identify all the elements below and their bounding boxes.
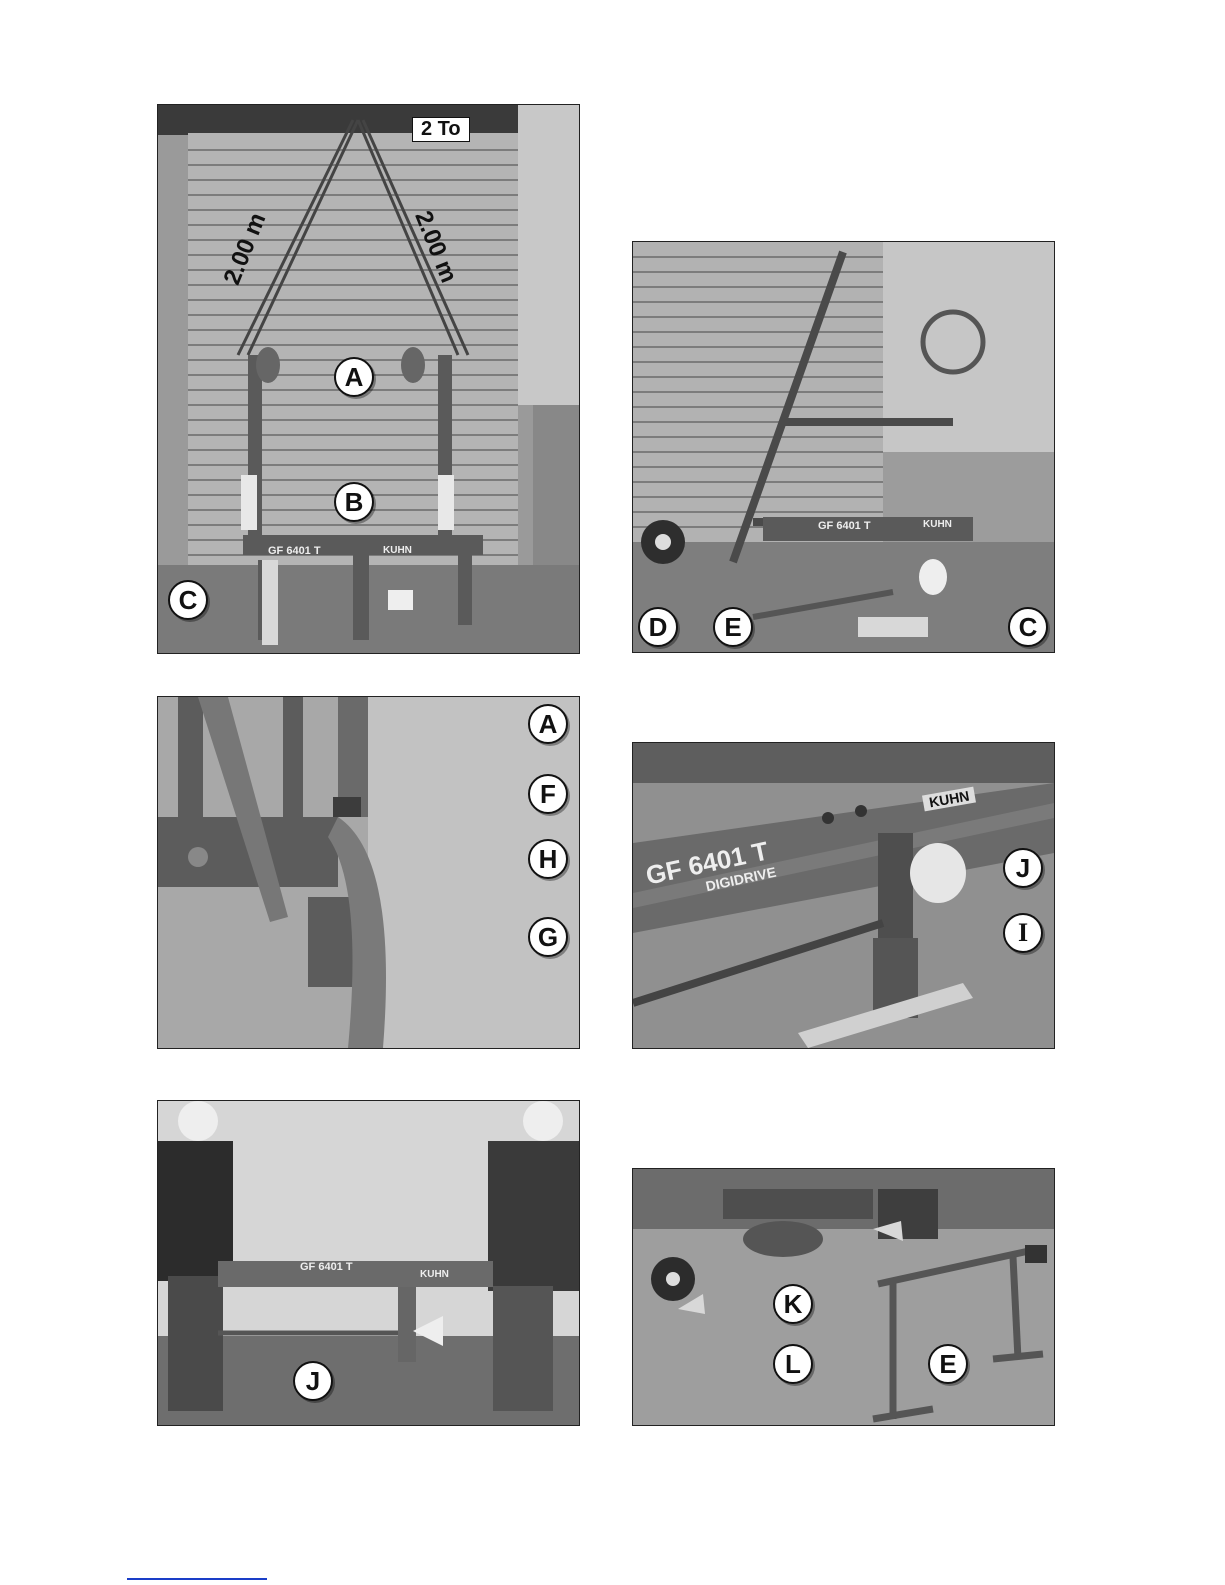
photo-machine-side: GF 6401 T KUHN D E C: [632, 241, 1055, 653]
callout-e: E: [713, 607, 753, 647]
brand-logo: KUHN: [383, 545, 412, 556]
brand-logo: KUHN: [923, 519, 952, 530]
callout-k: K: [773, 1284, 813, 1324]
photo-carrying-beam-image: [158, 1101, 579, 1425]
machine-model-label: GF 6401 T: [300, 1261, 353, 1273]
callout-d: D: [638, 607, 678, 647]
callout-g: G: [528, 917, 568, 957]
photo-carrying-beam: GF 6401 T KUHN J: [157, 1100, 580, 1426]
callout-c: C: [1008, 607, 1048, 647]
callout-j: J: [293, 1361, 333, 1401]
machine-model-label: GF 6401 T: [268, 545, 321, 557]
machine-model-label: GF 6401 T: [818, 520, 871, 532]
load-capacity-label: 2 To: [412, 117, 470, 142]
callout-h: H: [528, 839, 568, 879]
photo-sling-detail: A F H G: [157, 696, 580, 1049]
photo-frame-bolts-image: [633, 743, 1054, 1048]
photo-sling-detail-image: [158, 697, 579, 1048]
photo-frame-bolts: GF 6401 T DIGIDRIVE KUHN J I: [632, 742, 1055, 1049]
callout-a: A: [334, 357, 374, 397]
callout-c: C: [168, 580, 208, 620]
callout-f: F: [528, 774, 568, 814]
photo-support-stands-image: [633, 1169, 1054, 1425]
photo-lifting-machine: 2 To 2.00 m 2.00 m GF 6401 T KUHN A B C: [157, 104, 580, 654]
footer-link-underline[interactable]: [127, 1578, 267, 1580]
photo-machine-side-image: [633, 242, 1054, 652]
callout-i: I: [1003, 913, 1043, 953]
brand-logo: KUHN: [420, 1269, 449, 1280]
callout-b: B: [334, 482, 374, 522]
callout-j: J: [1003, 848, 1043, 888]
callout-a: A: [528, 704, 568, 744]
callout-l: L: [773, 1344, 813, 1384]
photo-support-stands: K L E: [632, 1168, 1055, 1426]
callout-e: E: [928, 1344, 968, 1384]
